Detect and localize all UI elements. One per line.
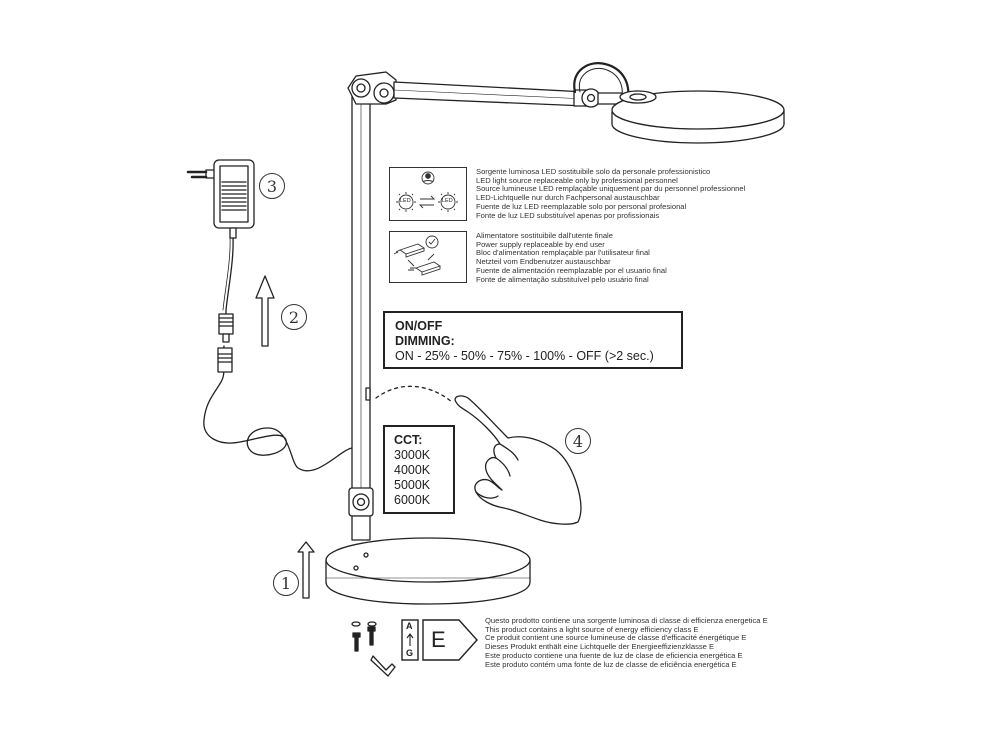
- ps-text-line-pt: Fonte de alimentação substituível pelo u…: [476, 274, 649, 284]
- ps-text-line-en: Power supply replaceable by end user: [476, 239, 605, 249]
- cct-panel: CCT: 3000K 4000K 5000K 6000K: [383, 425, 455, 514]
- led-text-line-pt: Fonte de luz LED substituível apenas por…: [476, 210, 660, 220]
- energy-text-line-it: Questo prodotto contiene una sorgente lu…: [485, 616, 768, 625]
- energy-text-line-es: Este producto contiene una fuente de luz…: [485, 650, 743, 660]
- energy-text-line-pt: Este produto contém uma fonte de luz de …: [485, 659, 737, 669]
- bottom-hinge-joint: [348, 487, 374, 541]
- ps-text-line-fr: Bloc d'alimentation remplaçable par l'ut…: [476, 248, 650, 258]
- step-number-2: 2: [281, 304, 307, 330]
- dimming-sequence: ON - 25% - 50% - 75% - 100% - OFF (>2 se…: [395, 349, 654, 363]
- cct-value-5000k: 5000K: [394, 478, 431, 492]
- lamp-pole: [351, 83, 371, 517]
- cct-value-3000k: 3000K: [394, 448, 431, 462]
- energy-class-label: A G E: [401, 619, 479, 661]
- ps-text-line-it: Alimentatore sostituibile dall'utente fi…: [476, 231, 613, 240]
- lamp-arm: [393, 81, 623, 108]
- led-label-left: LED: [400, 198, 411, 204]
- touch-motion-dash: [375, 385, 453, 403]
- energy-efficiency-text: Questo prodotto contiene una sorgente lu…: [485, 616, 768, 669]
- cable-connector-male: [218, 313, 234, 343]
- led-text-line-fr: Source lumineuse LED remplaçable uniquem…: [476, 184, 746, 194]
- power-supply-swap-icon: [393, 235, 442, 276]
- lamp-head: [611, 90, 785, 144]
- power-adapter: [186, 159, 255, 239]
- lamp-base: [325, 537, 531, 605]
- power-supply-text: Alimentatore sostituibile dall'utente fi…: [476, 231, 667, 284]
- ps-text-line-de: Netzteil vom Endbenutzer austauschbar: [476, 257, 611, 267]
- step-number-1: 1: [273, 570, 299, 596]
- led-label-right: LED: [442, 198, 453, 204]
- energy-class-letter: E: [431, 627, 446, 652]
- led-text-line-en: LED light source replaceable only by pro…: [476, 175, 678, 185]
- ps-text-line-es: Fuente de alimentación reemplazable por …: [476, 265, 667, 275]
- led-text-line-es: Fuente de luz LED reemplazable solo por …: [476, 201, 687, 211]
- cct-value-4000k: 4000K: [394, 463, 431, 477]
- onoff-dimming-panel: ON/OFF DIMMING: ON - 25% - 50% - 75% - 1…: [383, 311, 683, 369]
- energy-text-line-fr: Ce produit contient une source lumineuse…: [485, 633, 747, 643]
- hand-touch-icon: [454, 395, 582, 525]
- step-number-4: 4: [565, 428, 591, 454]
- energy-text-line-de: Dieses Produkt enthält eine Lichtquelle …: [485, 642, 715, 652]
- arrow-up-plug: [255, 275, 275, 347]
- energy-scale-top: A: [406, 621, 413, 631]
- led-swap-icon: [396, 171, 458, 212]
- cct-value-6000k: 6000K: [394, 493, 431, 507]
- led-text-line-it: Sorgente luminosa LED sostituibile solo …: [476, 167, 711, 176]
- led-text-line-de: LED-Lichtquelle nur durch Fachpersonal a…: [476, 193, 660, 203]
- power-supply-icon-box: [389, 231, 467, 283]
- screws-and-hex-key: [351, 621, 396, 677]
- energy-scale-bottom: G: [406, 648, 414, 658]
- arrow-up-base: [297, 541, 315, 599]
- cable-connector-female: [217, 347, 233, 373]
- led-replacement-text: Sorgente luminosa LED sostituibile solo …: [476, 167, 746, 220]
- onoff-title: ON/OFF: [395, 319, 443, 333]
- led-replacement-icon-box: LED LED: [389, 167, 467, 221]
- dimming-label: DIMMING:: [395, 334, 455, 348]
- energy-text-line-en: This product contains a light source of …: [485, 624, 699, 634]
- step-number-3: 3: [259, 173, 285, 199]
- energy-label-shape: [401, 619, 478, 661]
- cct-title: CCT:: [394, 433, 423, 447]
- lamp-handle-loop: [573, 62, 630, 100]
- top-hinge-joint: [347, 71, 397, 105]
